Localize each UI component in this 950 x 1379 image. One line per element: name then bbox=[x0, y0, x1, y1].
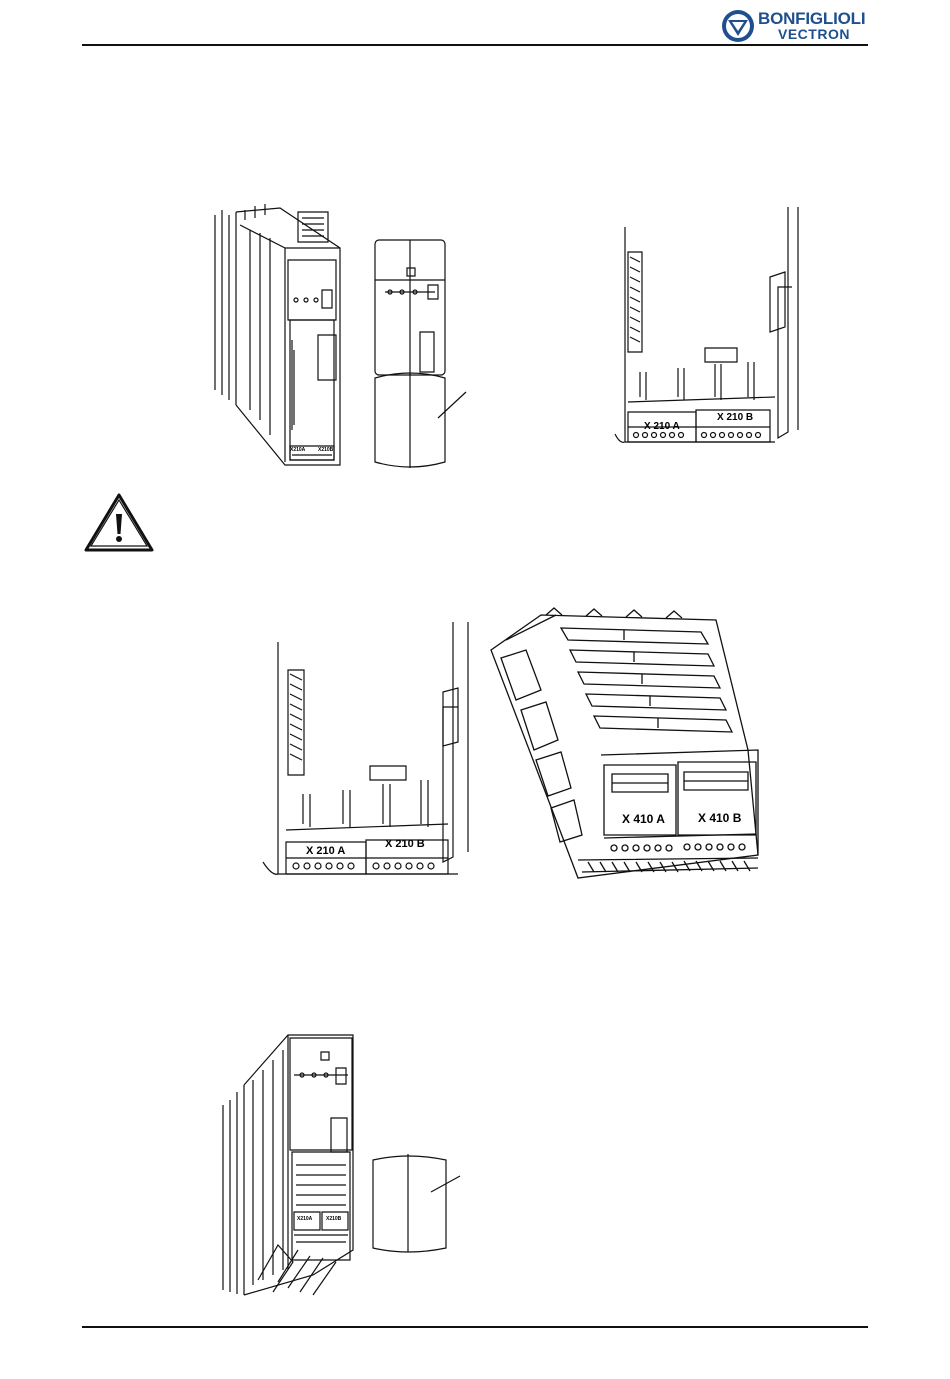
figure3-module-label-a: X 410 A bbox=[622, 812, 665, 826]
figure-terminal-area bbox=[600, 202, 805, 458]
figure3-terminal-label-b: X 210 B bbox=[385, 838, 425, 850]
figure3-module-label-b: X 410 B bbox=[698, 811, 741, 825]
figure-extension-module bbox=[486, 610, 768, 882]
brand-subname: VECTRON bbox=[778, 26, 850, 42]
figure2-terminal-label-a: X 210 A bbox=[644, 421, 680, 432]
figure3-terminal-label-a: X 210 A bbox=[306, 845, 345, 857]
figure-inverter-covers bbox=[210, 200, 460, 475]
figure4-terminal-label-b: X210B bbox=[326, 1216, 341, 1222]
figure2-terminal-label-b: X 210 B bbox=[717, 412, 753, 423]
figure1-terminal-label-b: X210B bbox=[318, 447, 333, 453]
figure4-terminal-label-a: X210A bbox=[297, 1216, 312, 1222]
footer-rule bbox=[82, 1326, 868, 1328]
figure-terminal-area-large bbox=[258, 612, 483, 884]
figure-inverter-module-installed bbox=[218, 1030, 468, 1300]
figure1-terminal-label-a: X210A bbox=[290, 447, 305, 453]
header-rule bbox=[82, 44, 868, 46]
warning-triangle-icon bbox=[83, 492, 155, 554]
